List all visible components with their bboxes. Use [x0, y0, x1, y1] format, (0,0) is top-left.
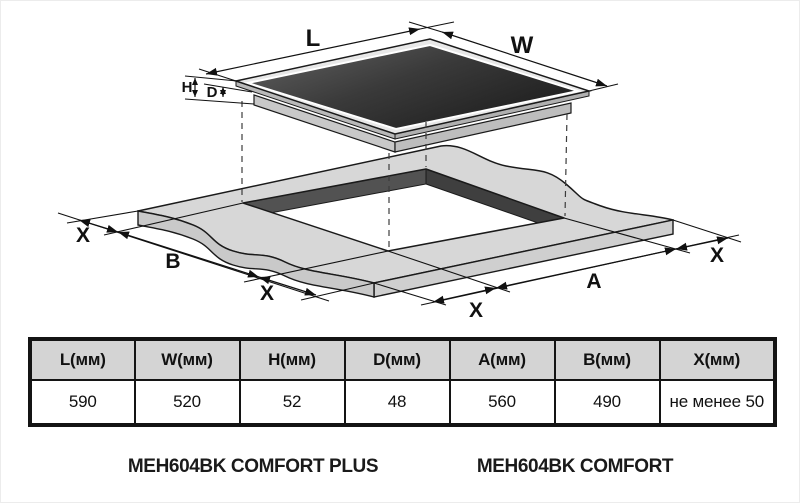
extension-cutout-left: [103, 202, 244, 236]
header-cell-b: B(мм): [553, 338, 661, 381]
extension-l-right: [419, 21, 455, 30]
value-cell-d: 48: [343, 379, 451, 426]
installation-diagram: L W H D X B X X A X: [57, 21, 742, 322]
dimensions-table: L(мм) W(мм) H(мм) D(мм) A(мм) B(мм) X(мм…: [28, 337, 777, 427]
extension-cutout-bottom-r: [387, 250, 511, 293]
extension-slab-left: [66, 210, 139, 224]
dimension-line-x-bottom-left: [258, 276, 317, 296]
extension-w-right: [588, 83, 619, 92]
extension-slab-bottom-r: [373, 282, 447, 306]
table-header-row: L(мм) W(мм) H(мм) D(мм) A(мм) B(мм) X(мм…: [29, 338, 776, 381]
dimension-line-x-left: [78, 219, 119, 233]
header-cell-w: W(мм): [133, 338, 241, 381]
cooktop-body-right-face: [394, 102, 572, 153]
dimension-line-l: [205, 27, 421, 76]
hd-bottom-line: [184, 98, 255, 105]
model-name-comfort: MEH604BK COMFORT: [476, 456, 674, 477]
dimension-line-x-bottom: [432, 286, 497, 304]
extension-l-left: [198, 68, 237, 82]
label-x-right: X: [710, 244, 724, 267]
value-cell-a: 560: [448, 379, 556, 426]
value-cell-x: не менее 50: [658, 379, 776, 426]
header-cell-h: H(мм): [238, 338, 346, 381]
extension-slab-right: [672, 219, 742, 243]
dimension-line-w: [441, 31, 608, 87]
extension-cutout-bottom-l: [243, 250, 389, 283]
label-x-bottom: X: [469, 299, 483, 322]
model-name-comfort-plus: MEH604BK COMFORT PLUS: [127, 456, 379, 477]
label-x-left: X: [76, 224, 90, 247]
value-cell-l: 590: [29, 379, 136, 426]
label-b: B: [165, 250, 180, 273]
value-cell-b: 490: [553, 379, 661, 426]
label-w: W: [511, 32, 534, 59]
extension-slab-bottom-l: [300, 282, 375, 301]
header-cell-d: D(мм): [343, 338, 451, 381]
extension-w-left: [408, 21, 443, 33]
h-top-line: [184, 75, 238, 82]
header-cell-l: L(мм): [29, 338, 136, 381]
dimension-lines: [57, 21, 742, 306]
projection-lines: [241, 101, 568, 249]
dimension-line-b: [117, 231, 260, 278]
label-h: H: [182, 79, 193, 96]
label-x-bottom-left: X: [260, 282, 274, 305]
label-l: L: [306, 25, 321, 52]
table-value-row: 590 520 52 48 560 490 не менее 50: [29, 379, 776, 426]
value-cell-h: 52: [238, 379, 346, 426]
dimension-line-a: [495, 247, 677, 290]
extension-cutout-right: [563, 217, 691, 254]
countertop-surface: [137, 144, 674, 284]
header-cell-a: A(мм): [448, 338, 556, 381]
value-cell-w: 520: [133, 379, 241, 426]
label-d: D: [207, 84, 218, 101]
dimension-line-x-right: [675, 236, 729, 251]
header-cell-x: X(мм): [658, 338, 776, 381]
label-a: A: [586, 270, 601, 293]
d-top-line: [203, 83, 253, 93]
